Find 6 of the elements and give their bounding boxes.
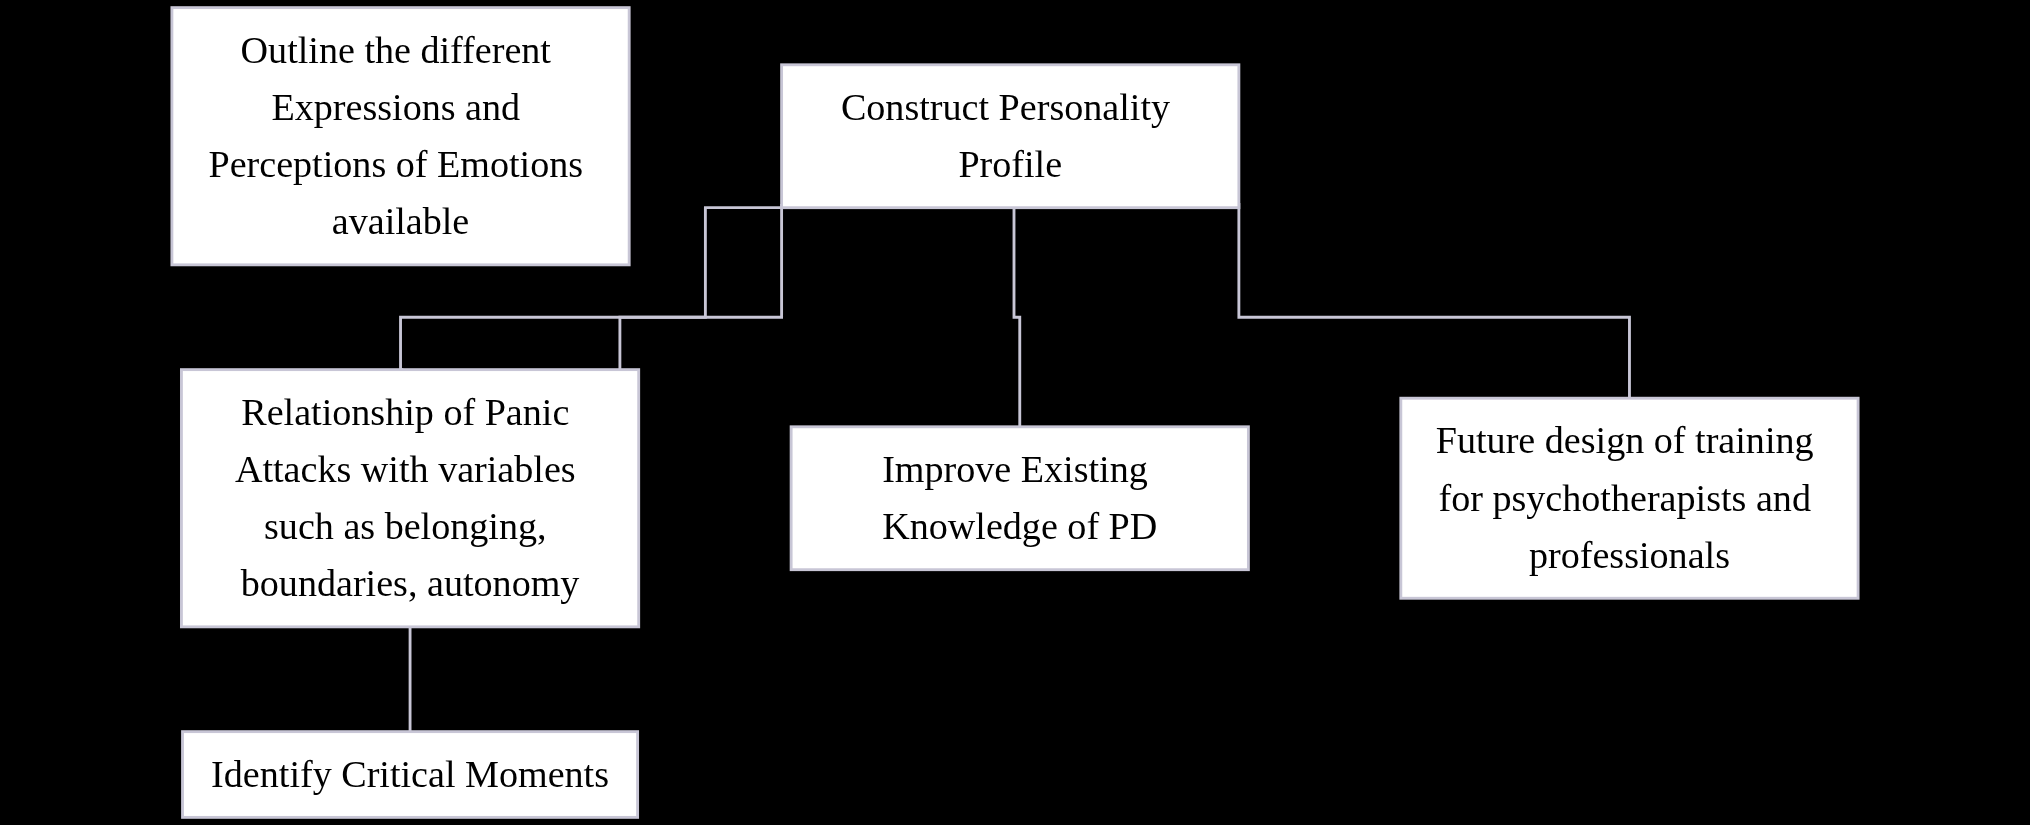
node-box: Relationship of Panic Attacks with variables such as belonging, boundaries, autonomy — [180, 368, 641, 629]
node-box: Future design of training for psychotherapists and professionals — [1399, 396, 1860, 600]
node-box: Improve Existing Knowledge of PD — [789, 425, 1250, 572]
node-box: Outline the different Expressions and Perceptions of Emotions available — [170, 6, 631, 267]
node-box: Identify Critical Moments — [181, 730, 640, 819]
node-box: Construct Personality Profile — [780, 63, 1241, 210]
